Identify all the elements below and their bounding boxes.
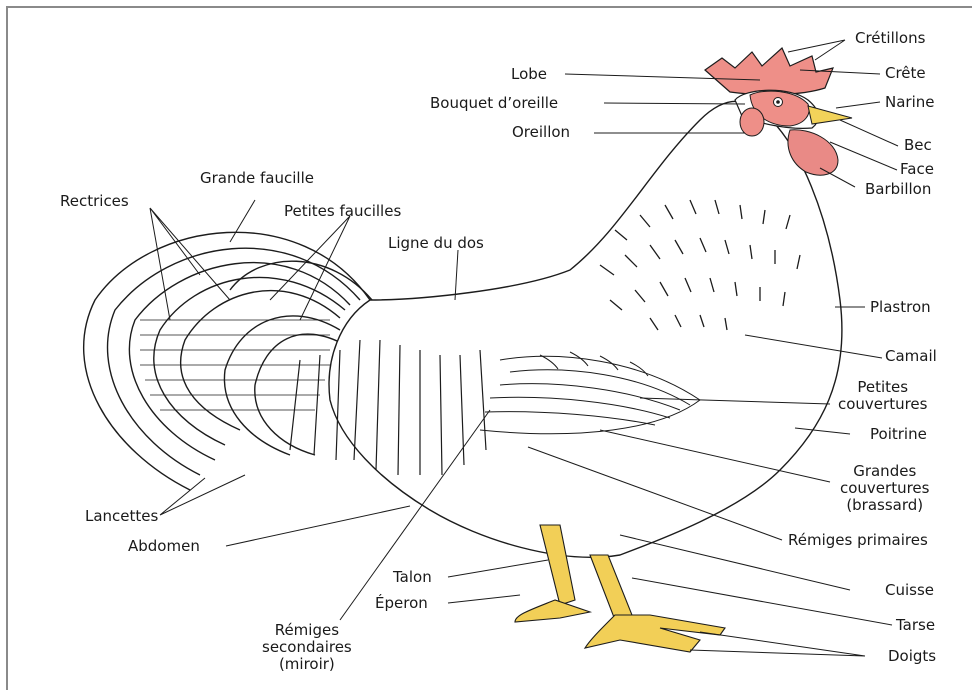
label-cretillons: Crétillons [855,30,925,47]
label-poitrine: Poitrine [870,426,927,443]
ear-lobe [740,108,764,136]
label-bouquet-oreille: Bouquet d’oreille [430,95,558,112]
body-outline [329,101,842,557]
tail-feathers [84,232,372,490]
label-camail: Camail [885,348,937,365]
label-oreillon: Oreillon [512,124,570,141]
label-cuisse: Cuisse [885,582,934,599]
comb [705,48,833,95]
label-remiges-primaires: Rémiges primaires [788,532,928,549]
beak [808,106,852,124]
label-petites-faucilles: Petites faucilles [284,203,401,220]
label-lobe: Lobe [511,66,547,83]
label-face: Face [900,161,934,178]
label-narine: Narine [885,94,934,111]
label-bec: Bec [904,137,932,154]
label-lancettes: Lancettes [85,508,158,525]
label-abdomen: Abdomen [128,538,200,555]
label-grande-faucille: Grande faucille [200,170,314,187]
label-rectrices: Rectrices [60,193,129,210]
label-grandes-couvertures: Grandes couvertures (brassard) [840,463,929,514]
label-plastron: Plastron [870,299,931,316]
label-ligne-du-dos: Ligne du dos [388,235,484,252]
label-doigts: Doigts [888,648,936,665]
label-petites-couvertures: Petites couvertures [838,379,927,413]
label-eperon: Éperon [375,595,428,612]
label-remiges-secondaires: Rémiges secondaires (miroir) [262,622,352,673]
label-talon: Talon [393,569,432,586]
label-tarse: Tarse [896,617,935,634]
label-crete: Crête [885,65,926,82]
label-barbillon: Barbillon [865,181,931,198]
